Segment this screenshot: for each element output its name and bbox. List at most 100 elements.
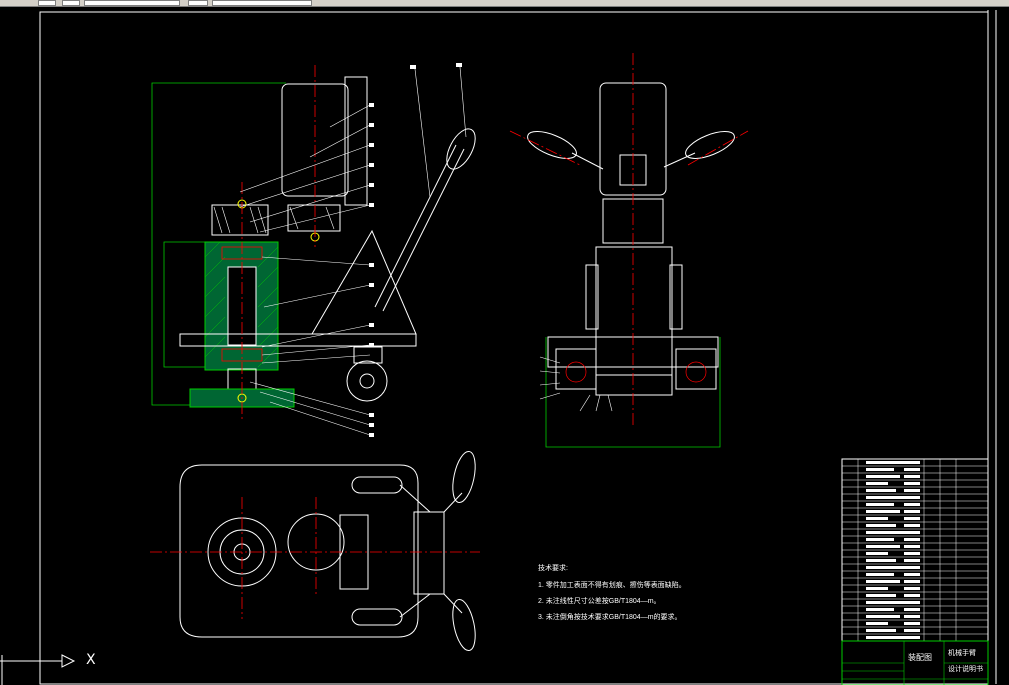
parts-row-entry [904,629,920,632]
style-dropdown[interactable] [212,0,312,6]
toolbar-button[interactable] [188,0,208,6]
parts-row-entry [904,503,920,506]
note-1: 1. 零件加工表面不得有划痕、擦伤等表面缺陷。 [538,580,686,589]
side-bracket [669,264,683,330]
frame-triangle [311,229,417,335]
leader-lines [239,66,467,436]
handle-link [399,484,431,513]
parts-row-entry [866,636,906,639]
handle-arm [351,608,403,626]
parts-row-entry [904,545,920,548]
parts-row-entry [866,573,894,576]
parts-row-entry [866,587,888,590]
hatch-pattern [204,241,279,368]
handle-link [443,492,463,513]
parts-row-entry [904,580,920,583]
drawing-canvas[interactable]: 技术要求: 1. 零件加工表面不得有划痕、擦伤等表面缺陷。 2. 未注线性尺寸公… [0,7,1009,685]
parts-row-entry [904,524,920,527]
handle-link [443,593,463,614]
drawing-title: 装配图 [908,652,932,662]
parts-list-grid [842,458,988,635]
parts-row-entry [904,615,920,618]
parts-row-entry [866,531,906,534]
wheel [685,361,707,383]
parts-row-entry [904,552,920,555]
toolbar-strip [0,0,1009,7]
parts-row-entry [866,489,896,492]
parts-row-entry [866,601,906,604]
parts-list [841,458,989,642]
spindle-column [595,246,673,376]
parts-row-entry [904,608,920,611]
handle-bar [374,144,457,308]
title-block: 装配图 机械手臂 设计说明书 [841,640,989,685]
side-view [509,53,749,448]
parts-row-entry [866,468,894,471]
handle-grip [452,450,476,504]
parts-row-entry [904,475,920,478]
parts-row-entry [866,594,896,597]
dimension-line [163,241,205,368]
handle-bar [382,148,465,312]
top-view [150,450,480,652]
handle-grip [452,598,476,652]
ucs-arrow [61,654,76,668]
ucs-icon [0,654,76,685]
toolbar-button[interactable] [62,0,80,6]
title-line-2: 设计说明书 [948,664,983,673]
note-3: 3. 未注倒角按技术要求GB/T1804—m的要求。 [538,612,682,621]
parts-row-entry [904,573,920,576]
caster-hub [359,373,375,389]
handle-crossbar [413,511,445,595]
parts-row-entry [904,510,920,513]
handle-arm [571,152,604,170]
parts-row-entry [866,538,894,541]
handle-grip [527,131,577,159]
parts-row-entry [904,636,920,639]
parts-row-entry [866,566,906,569]
ucs-axis-label: X [86,652,96,668]
drawing-border [39,11,989,685]
caster-fork [353,346,383,364]
note-2: 2. 未注线性尺寸公差按GB/T1804—m。 [538,596,661,605]
parts-row-entry [904,587,920,590]
side-bracket [585,264,599,330]
parts-row-entry [904,517,920,520]
parts-row-entry [866,615,900,618]
parts-row-entry [866,482,888,485]
parts-row-entry [866,552,888,555]
handle-grip [446,128,476,170]
parts-row-entry [866,608,894,611]
wheel [565,361,587,383]
base-outline [179,464,419,638]
parts-row-entry [866,503,894,506]
parts-row-entry [904,566,920,569]
leader-lines [539,356,613,412]
parts-row-entry [866,622,888,625]
parts-row-entry [904,496,920,499]
parts-row-entry [866,496,906,499]
technical-notes: 技术要求: 1. 零件加工表面不得有划痕、擦伤等表面缺陷。 2. 未注线性尺寸公… [538,563,686,621]
parts-row-entry [866,524,896,527]
parts-row-entry [904,594,920,597]
handle-arm [351,476,403,494]
pulley-right [287,204,341,232]
parts-list-entries [866,461,920,639]
grinding-head [595,374,673,396]
base-plate [179,333,417,347]
parts-row-entry [866,475,900,478]
parts-row-entry [866,559,896,562]
caster-assembly [675,348,717,390]
toolbar-button[interactable] [38,0,56,6]
parts-row-entry [904,538,920,541]
caster-assembly [555,348,597,390]
parts-row-entry [904,559,920,562]
handle-arm [663,152,696,168]
parts-row-entry [904,601,920,604]
part-balloons [369,63,462,437]
dimension-line [151,82,286,406]
layer-dropdown[interactable] [84,0,180,6]
parts-row-entry [866,517,888,520]
parts-row-entry [866,545,900,548]
